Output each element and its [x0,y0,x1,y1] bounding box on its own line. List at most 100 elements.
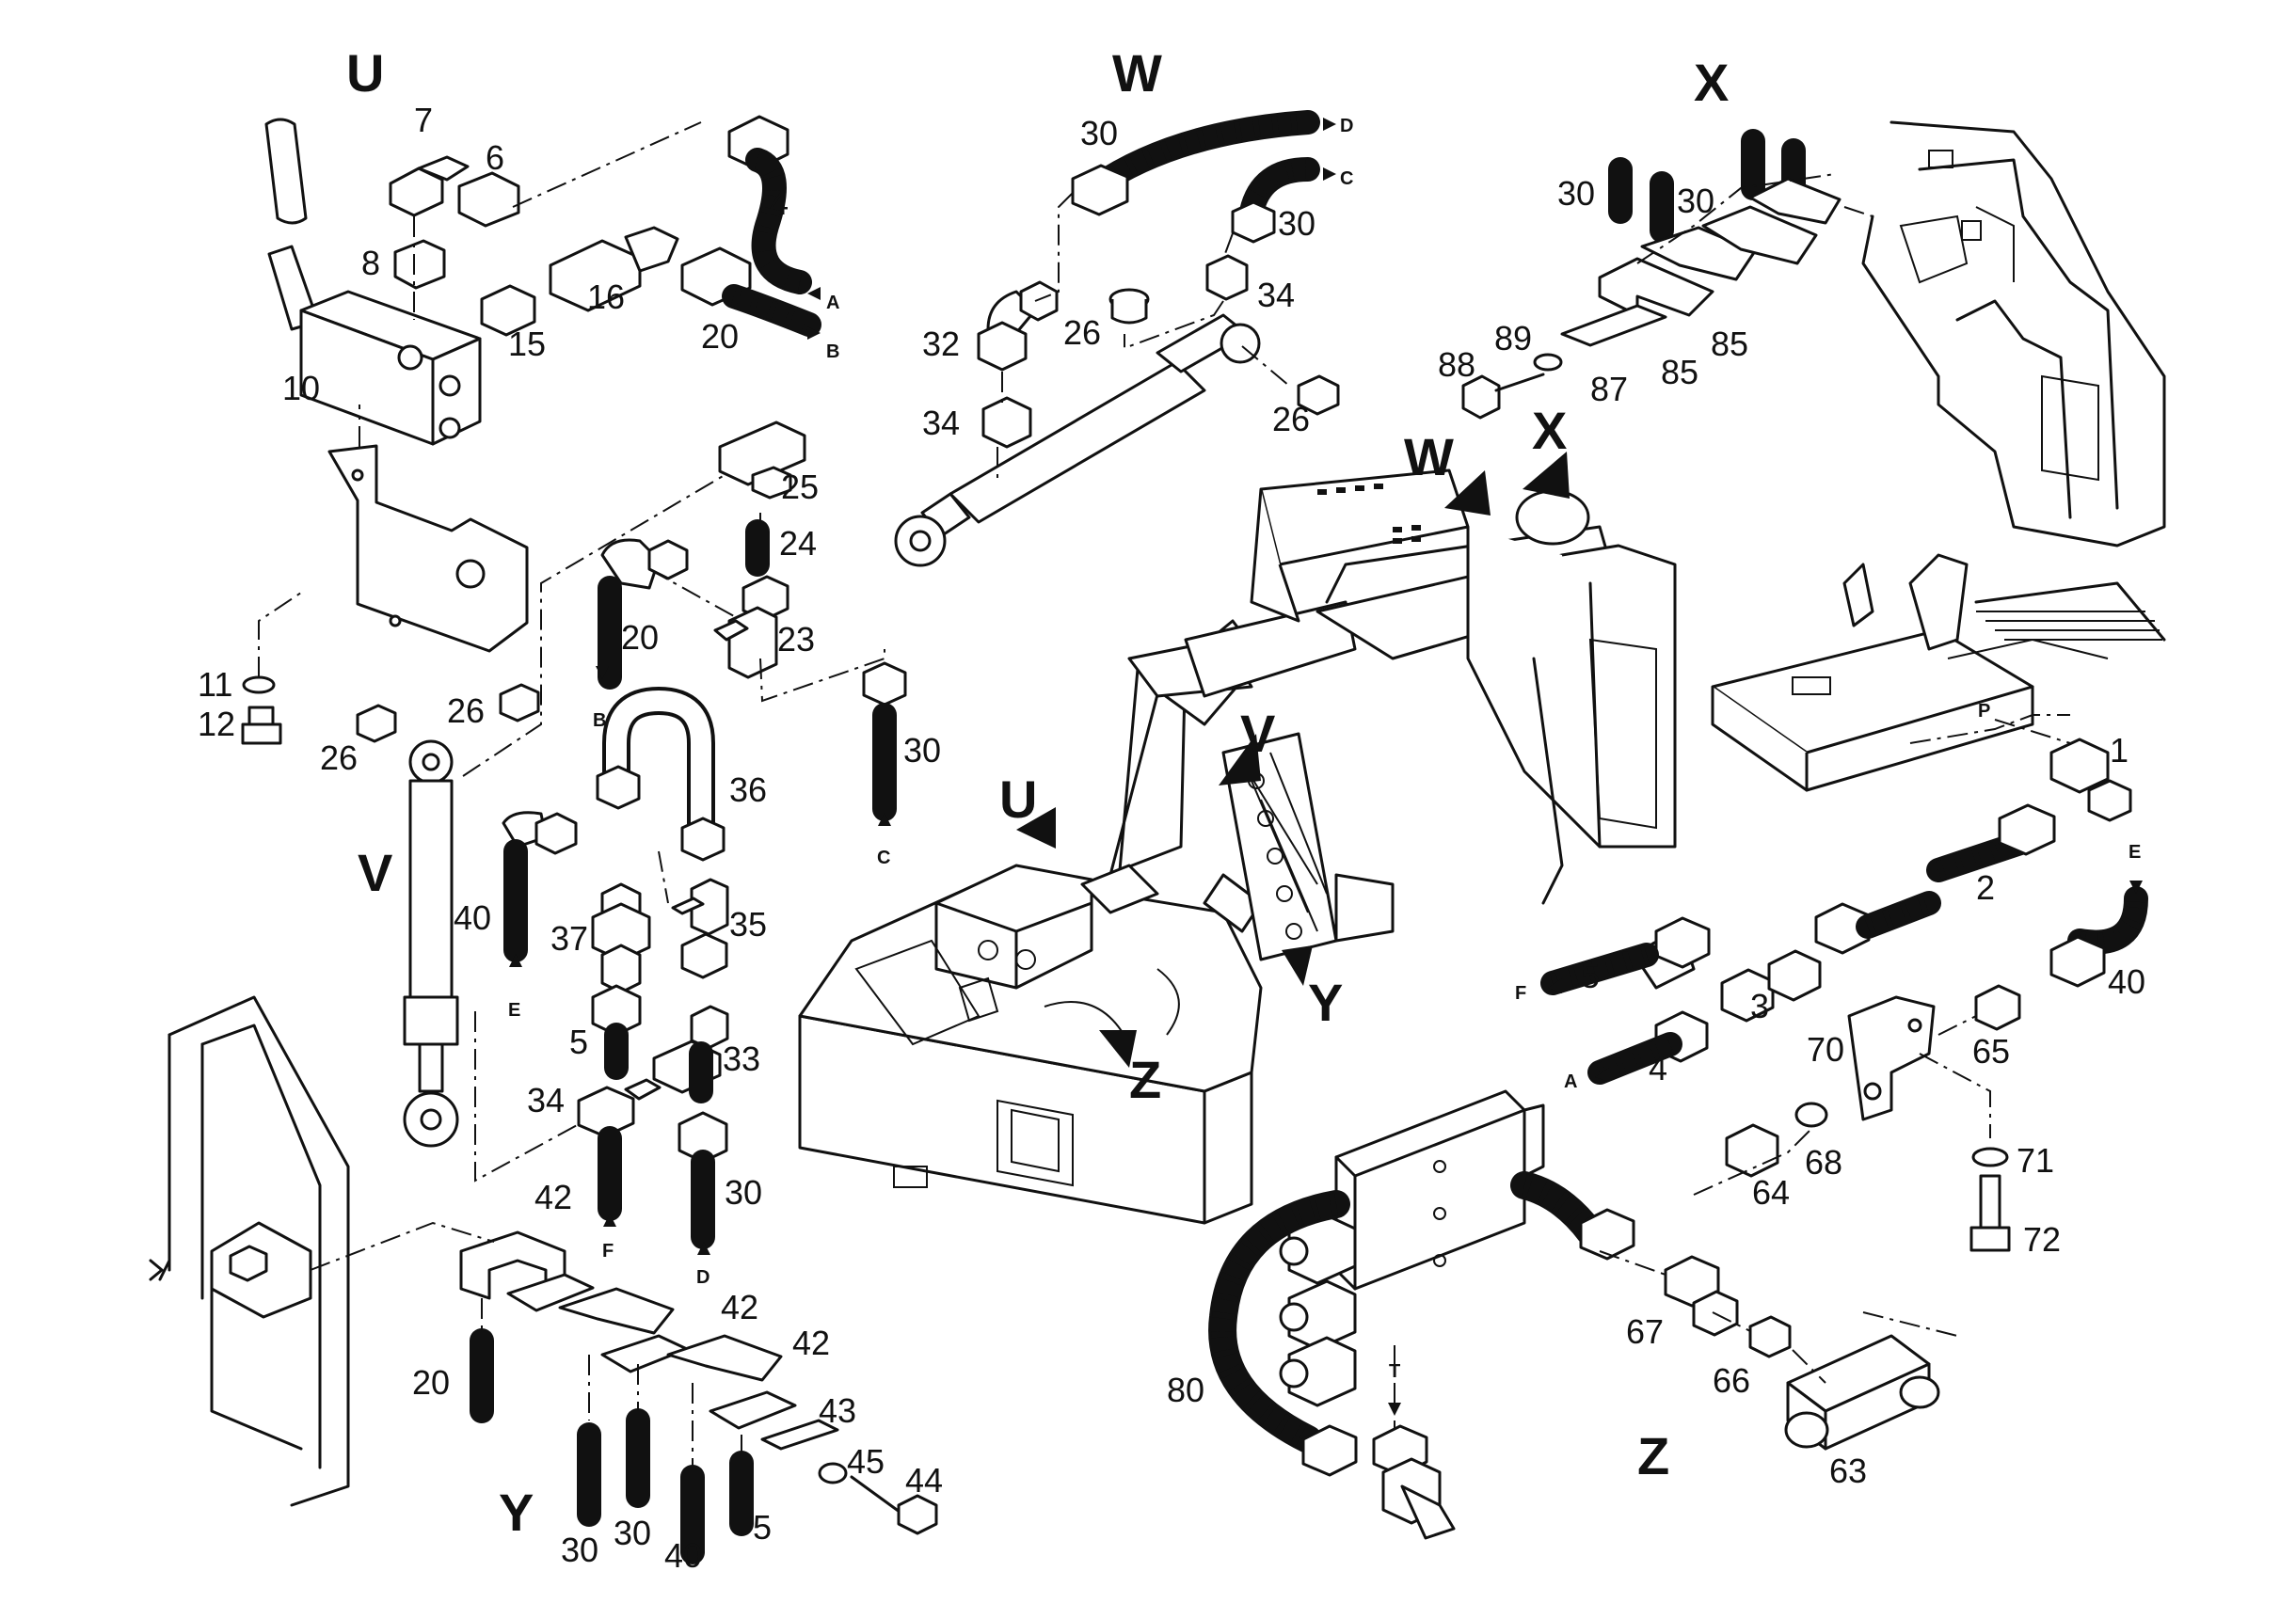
connection-tag-e: E [508,1000,521,1021]
callout-35: 35 [729,905,768,944]
callout-26-right: 26 [447,691,486,730]
callout-42-b: 42 [721,1288,759,1326]
connection-tag-d: D [1340,116,1354,136]
w-cylinder-body [949,360,1206,524]
callout-66: 66 [1713,1361,1751,1400]
callout-6: 6 [486,138,505,177]
callout-24: 24 [779,524,818,563]
callout-26-w-right: 26 [1272,400,1311,438]
callout-63: 63 [1829,1452,1868,1490]
connection-tag-b: B [826,341,840,362]
callout-67: 67 [1626,1312,1665,1351]
callout-2: 2 [1976,868,1996,907]
callout-11: 11 [198,665,233,704]
connection-tag-c: C [1340,168,1354,189]
connection-tag-c-v: C [877,848,891,868]
hose-clamp [1598,257,1714,317]
callout-42-a: 42 [534,1178,573,1216]
connection-tag-f-p: F [1515,983,1527,1004]
callout-12: 12 [198,705,236,743]
flow-arrows [509,118,2143,1416]
central-machine-overview [798,468,1677,1225]
callout-72: 72 [2023,1220,2062,1259]
callout-88: 88 [1438,345,1476,384]
section-label-z: Z [1637,1426,1670,1485]
mounting-bracket [327,444,529,653]
connection-tag-t: T [1389,1361,1401,1382]
callout-3: 3 [1750,987,1770,1025]
callout-20-y: 20 [412,1363,451,1402]
callout-37: 37 [550,919,589,958]
callout-30-x-left: 30 [1557,174,1596,213]
overview-marker-y: Y [1308,973,1344,1032]
section-u-parts [241,115,821,745]
callout-10: 10 [282,369,321,407]
callout-20-v: 20 [621,618,660,657]
overview-marker-z: Z [1129,1050,1162,1109]
overview-marker-u: U [999,770,1038,829]
callout-1: 1 [2110,731,2129,770]
section-label-x: X [1694,53,1730,112]
callout-30-w: 30 [1278,204,1316,243]
section-label-y: Y [499,1483,534,1542]
callout-7: 7 [414,101,434,139]
callout-16: 16 [587,278,626,316]
hydraulic-cylinder [408,779,454,1008]
connection-tag-b-v: B [593,710,607,731]
callout-34-w: 34 [922,404,961,442]
callout-70: 70 [1807,1030,1845,1069]
callout-8: 8 [361,244,381,282]
callout-45: 45 [847,1442,885,1481]
callout-87: 87 [1590,370,1629,408]
lever-knob [264,118,308,225]
union-fitting [549,239,642,312]
connection-tag-d-v: D [696,1267,710,1288]
p-line-parts [1540,738,2148,1252]
callout-36: 36 [729,770,768,809]
callout-4: 4 [770,183,789,222]
callout-20: 20 [701,317,740,356]
connection-tag-p: P [1978,701,1991,722]
callout-34-w-top: 34 [1257,276,1296,314]
callout-30-v-bottom: 30 [725,1173,763,1212]
check-valve [393,239,446,290]
callout-80: 80 [1167,1371,1205,1409]
callout-5-v: 5 [569,1023,589,1061]
section-z-parts [1208,1089,1940,1540]
overview-arrow-markers [1016,452,1570,1068]
connection-tag-e-p: E [2129,842,2142,863]
callout-30-y-b: 30 [614,1514,652,1552]
overview-marker-w: W [1404,427,1454,486]
nut [457,171,520,228]
callout-64: 64 [1752,1173,1791,1212]
callout-26-left: 26 [320,738,359,777]
section-x-parts [1461,120,2166,548]
callout-33: 33 [723,1040,761,1078]
connection-tag-a: A [826,293,840,313]
section-label-v: V [358,843,393,902]
callout-44: 44 [905,1461,944,1500]
callout-5-p: 5 [1581,957,1601,995]
section-v-parts [356,421,907,1249]
overview-marker-x: X [1532,401,1568,460]
section-label-w: W [1112,43,1162,103]
callout-30-y-a: 30 [561,1531,599,1569]
pedal-assembly [1711,553,2166,792]
callout-30-v: 30 [903,731,942,770]
callout-40-y: 40 [664,1536,703,1575]
callout-85-left: 85 [1661,353,1699,391]
callout-4-p: 4 [1649,1049,1668,1087]
connection-tag-f: F [602,1241,614,1262]
callout-42-c: 42 [792,1324,831,1362]
section-w-parts [894,110,1340,567]
callout-65: 65 [1972,1032,2011,1071]
callout-25: 25 [781,468,820,506]
section-y-parts [167,995,938,1564]
callout-23: 23 [777,620,816,659]
callout-26-w: 26 [1063,313,1102,352]
callout-89: 89 [1494,319,1533,357]
overview-marker-v: V [1240,704,1276,763]
callout-30-x-right: 30 [1677,182,1715,220]
